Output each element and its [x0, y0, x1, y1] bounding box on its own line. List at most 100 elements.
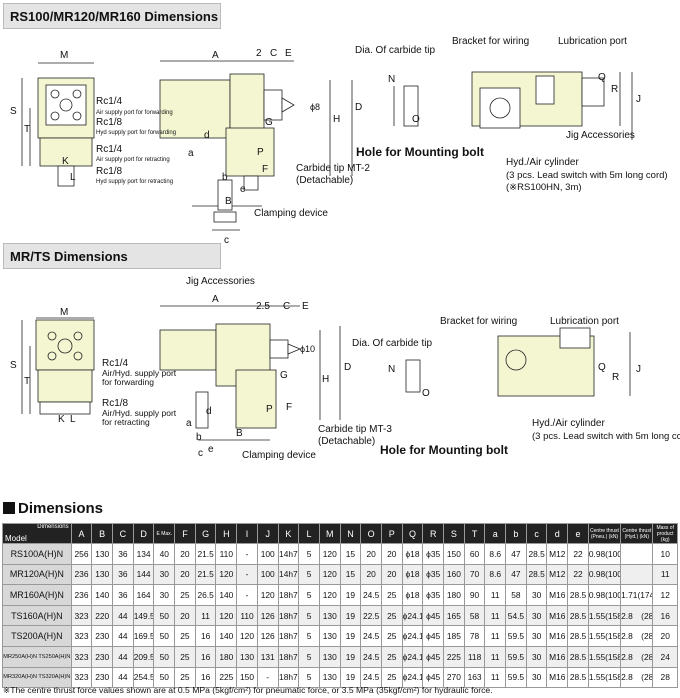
table-cell: 60: [463, 543, 486, 565]
s2-dim-K: K: [58, 414, 65, 425]
s1-dim-d: d: [204, 130, 210, 141]
s2-dim-J: J: [636, 364, 641, 375]
table-cell: ϕ18: [401, 563, 424, 586]
s1-clamping: Clamping device: [254, 208, 328, 219]
table-cell: ϕ45: [422, 604, 445, 627]
table-cell: 50: [153, 645, 176, 668]
table-cell: 5: [298, 543, 320, 565]
column-header: O: [360, 523, 382, 544]
table-cell: 24.5: [360, 645, 382, 668]
table-cell: 236: [70, 563, 93, 586]
table-cell: 58: [505, 584, 527, 606]
s2-dim-D: D: [344, 362, 351, 373]
table-cell: 140: [91, 584, 114, 606]
s2-lube: Lubrication port: [550, 316, 619, 327]
table-cell: 70: [463, 563, 486, 586]
s2-lead1: (3 pcs. Lead switch with 5m long cord): [532, 431, 680, 442]
table-cell: 59.5: [505, 645, 527, 668]
table-cell: 2.8 (286): [620, 666, 654, 689]
s2-dim-e: e: [208, 444, 214, 455]
column-header: Q: [401, 523, 424, 544]
table-cell: 30: [525, 584, 548, 606]
table-cell: 40: [153, 543, 176, 565]
table-cell: 21.5: [194, 563, 217, 586]
dimensions-title-text: Dimensions: [18, 500, 104, 517]
model-cell: TS200A(H)N: [2, 625, 72, 647]
s2-rc18: Rc1/8: [102, 398, 129, 409]
s2-dim-M: M: [60, 307, 68, 318]
table-cell: 25: [380, 584, 403, 606]
s2-dim-S: S: [10, 360, 17, 371]
column-header: Mass of product (kg): [652, 523, 678, 544]
s1-dim-phi8: ϕ8: [310, 102, 320, 112]
table-cell: 20: [174, 543, 196, 565]
table-cell: 26.5: [194, 584, 217, 606]
table-cell: 28.5: [567, 625, 589, 647]
s2-dim-O: O: [422, 388, 430, 399]
s2-rc14: Rc1/4: [102, 358, 129, 369]
table-cell: 140: [215, 584, 238, 606]
s1-dim-R: R: [611, 84, 618, 95]
table-cell: ϕ24.1: [401, 666, 424, 689]
table-cell: 36: [112, 563, 134, 586]
s2-dim-phi10: ϕ10: [300, 344, 315, 354]
table-cell: 5: [298, 584, 320, 606]
s2-dim-P: P: [266, 404, 273, 415]
s2-detachable: (Detachable): [318, 436, 375, 447]
s2-dim-Q: Q: [598, 362, 606, 373]
table-cell: 44: [112, 625, 134, 647]
table-cell: 50: [153, 625, 176, 647]
table-cell: 28.5: [525, 543, 548, 565]
table-cell: ϕ18: [401, 543, 424, 565]
table-cell: 323: [70, 625, 93, 647]
table-cell: 50: [153, 604, 176, 627]
table-cell: 8.6: [484, 543, 507, 565]
column-header: F: [174, 523, 196, 544]
table-cell: 19: [339, 645, 362, 668]
table-cell: 30: [525, 604, 548, 627]
table-cell: 163: [463, 666, 486, 689]
table-cell: 131: [256, 645, 279, 668]
table-cell: ϕ24.1: [401, 645, 424, 668]
table-cell: 25: [380, 625, 403, 647]
header-corner-top: Dimensions: [37, 524, 69, 531]
s2-dim-d: d: [206, 406, 212, 417]
table-cell: 47: [505, 543, 527, 565]
model-cell: RS100A(H)N: [2, 543, 72, 565]
s2-dim-2-5: 2.5: [256, 301, 270, 312]
column-header: M: [318, 523, 341, 544]
table-cell: 0.98(100): [587, 543, 622, 565]
table-cell: 21.5: [194, 543, 217, 565]
table-cell: 165: [443, 604, 465, 627]
section2-drawing: M A 2.5 C E S T K L G a d P B F H D b e …: [10, 276, 680, 461]
section1-drawing: M A 2 C E S T K L G d a P B F H D b e c …: [10, 36, 668, 246]
table-cell: 323: [70, 604, 93, 627]
s1-bracket: Bracket for wiring: [452, 36, 529, 47]
table-cell: 20: [380, 563, 403, 586]
s2-dim-R: R: [612, 372, 619, 383]
table-cell: 24: [652, 645, 678, 668]
model-cell: MR250A(H)N TS250A(H)N: [2, 645, 72, 668]
s2-ret1: Air/Hyd. supply port: [102, 408, 177, 418]
table-cell: 126: [256, 625, 279, 647]
table-cell: 185: [443, 625, 465, 647]
s2-dim-c: c: [198, 448, 203, 459]
table-cell: 11: [194, 604, 217, 627]
column-header: P: [380, 523, 403, 544]
table-cell: 20: [360, 563, 382, 586]
table-cell: 28.5: [567, 666, 589, 689]
s2-dim-G: G: [280, 370, 288, 381]
s2-dim-N: N: [388, 364, 395, 375]
table-cell: 18h7: [277, 584, 300, 606]
table-cell: 16: [652, 604, 678, 627]
table-cell: 1.55(158): [587, 645, 622, 668]
column-header: G: [194, 523, 217, 544]
model-cell: TS160A(H)N: [2, 604, 72, 627]
table-cell: 24.5: [360, 625, 382, 647]
table-cell: 16: [194, 625, 217, 647]
